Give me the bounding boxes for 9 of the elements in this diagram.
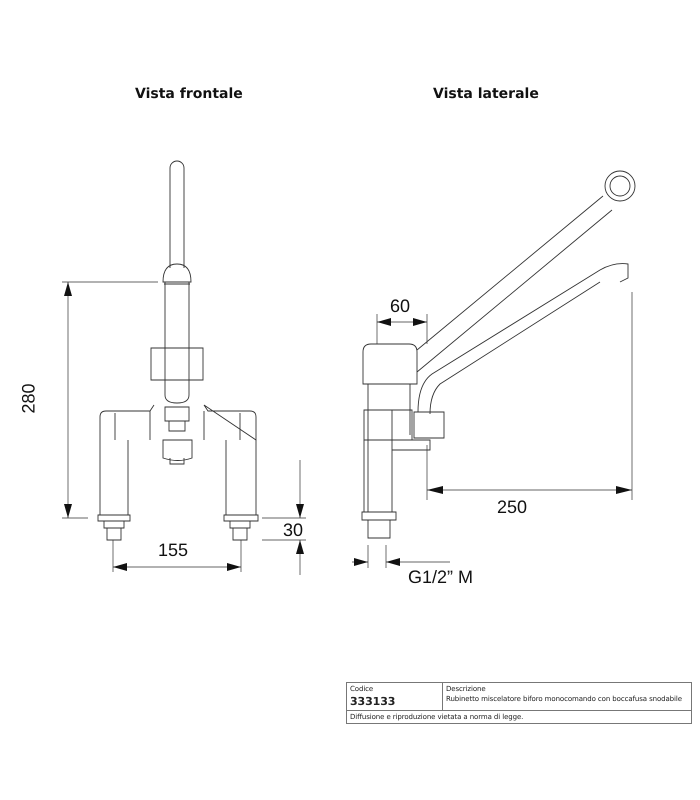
dimension-value: 30 [283,520,304,541]
dimension-value: 280 [18,383,40,414]
dimension-value: 250 [497,497,528,518]
product-code: 333133 [350,695,396,708]
view-title: Vista frontale [135,86,243,102]
thread-size: G1/2” M [408,567,474,588]
view-title: Vista laterale [433,86,539,102]
dimension-value: 60 [390,296,410,317]
dimension-value: 155 [158,540,188,561]
